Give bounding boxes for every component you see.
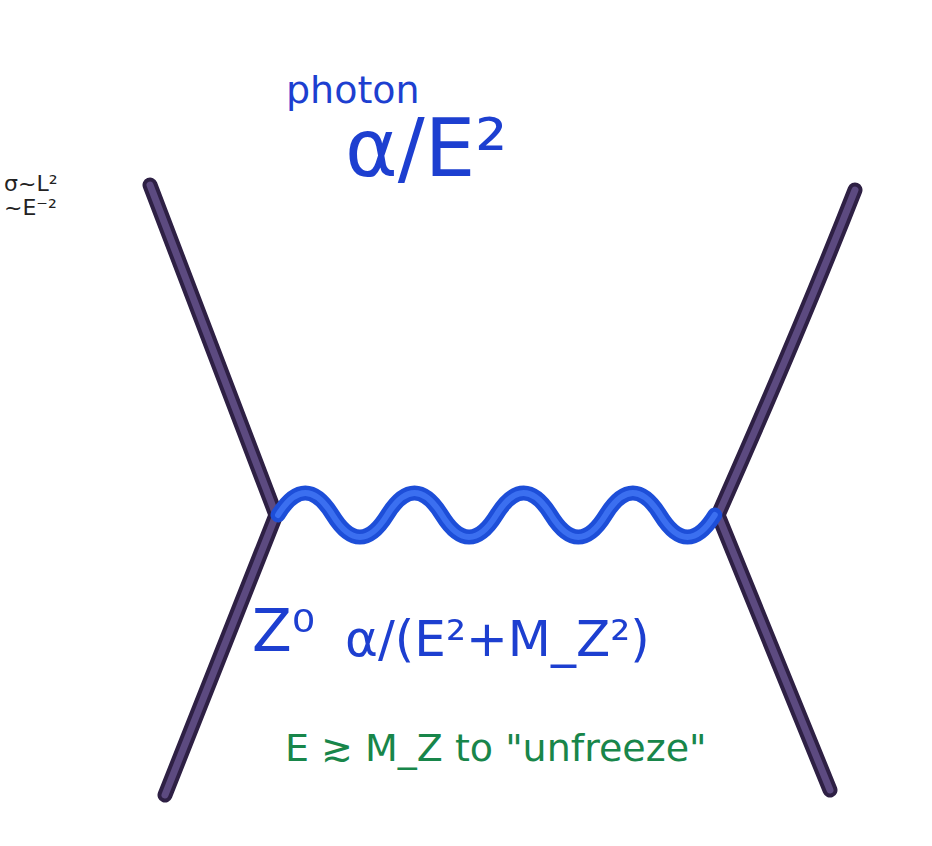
z-boson-label: Z⁰ — [252, 600, 315, 664]
unfreeze-note: E ≳ M_Z to "unfreeze" — [285, 728, 707, 770]
fermion-lines — [150, 185, 855, 795]
right-fermion-highlight — [718, 190, 855, 790]
photon-wave — [278, 493, 715, 537]
left-fermion-line — [150, 185, 276, 795]
cross-section-note: σ~L² ~E⁻² — [4, 172, 76, 220]
left-fermion-highlight — [150, 185, 276, 795]
photon-wave-highlight — [278, 493, 715, 537]
right-fermion-line — [718, 190, 855, 790]
photon-propagator: α/E² — [345, 105, 507, 193]
z-propagator: α/(E²+M_Z²) — [345, 612, 650, 667]
